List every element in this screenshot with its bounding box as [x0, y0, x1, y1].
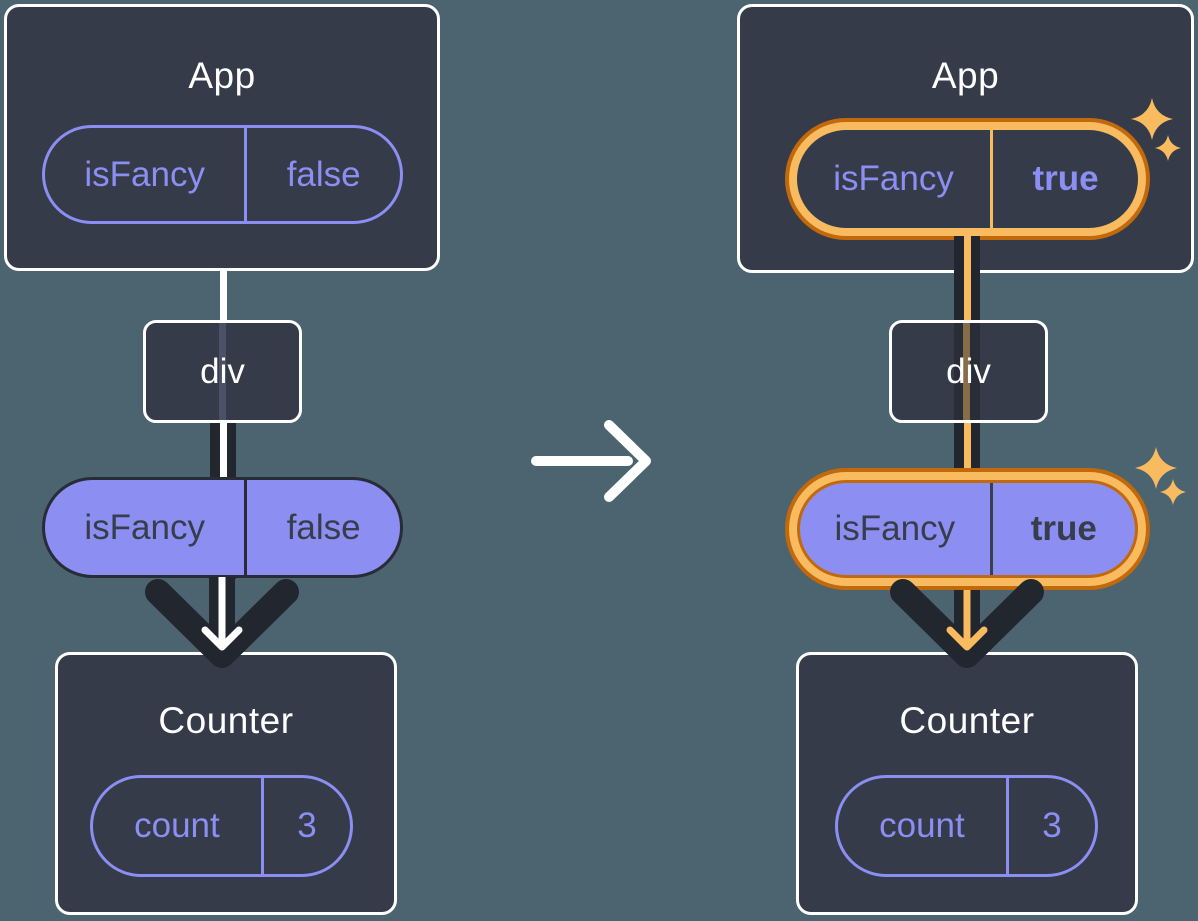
counter-title: Counter	[158, 700, 294, 741]
state-value: true	[1032, 159, 1099, 198]
line-core	[963, 236, 971, 322]
sparkle-icon	[1135, 447, 1177, 489]
counter-card: Counter count 3	[55, 652, 397, 915]
prop-key: isFancy	[800, 483, 993, 575]
state-key: count	[838, 778, 1009, 874]
app-state-pill-highlighted: isFancy true	[785, 118, 1150, 240]
div-card: div	[889, 320, 1048, 423]
sparkle-icon	[1155, 135, 1181, 161]
prop-pill: isFancy false	[42, 477, 403, 578]
highlight-ring: isFancy true	[789, 472, 1146, 586]
div-card: div	[143, 320, 302, 423]
prop-key: isFancy	[45, 480, 248, 575]
flow-arrow-icon	[145, 577, 299, 668]
sparkle-icon	[1160, 479, 1186, 505]
prop-pill-highlighted: isFancy true	[785, 468, 1150, 590]
app-card: App isFancy false	[4, 4, 440, 271]
state-value: 3	[1042, 806, 1062, 845]
sparkle-icon	[1131, 98, 1173, 140]
div-label: div	[200, 351, 245, 391]
count-state-pill: count 3	[90, 775, 353, 877]
prop-value: false	[286, 507, 361, 547]
state-value: 3	[297, 806, 317, 845]
highlight-ring: isFancy true	[789, 122, 1146, 236]
state-value: false	[286, 154, 361, 194]
connector-stripe-core	[963, 323, 970, 420]
app-title: App	[931, 55, 1000, 96]
app-to-div-connector	[220, 258, 227, 324]
connector-stripe	[954, 323, 980, 420]
app-state-pill: isFancy false	[42, 125, 403, 224]
state-key: isFancy	[797, 130, 994, 228]
app-to-div-line	[954, 236, 980, 322]
state-key: count	[93, 778, 264, 874]
counter-title: Counter	[899, 700, 1035, 741]
count-state-pill: count 3	[835, 775, 1098, 877]
app-title: App	[188, 55, 256, 96]
connector-stripe	[219, 323, 226, 420]
flow-arrow-icon	[890, 579, 1044, 668]
prop-value: true	[1030, 509, 1097, 548]
app-card: App isFancy true	[737, 4, 1194, 273]
div-label: div	[946, 351, 991, 391]
transition-arrow-icon	[531, 420, 651, 502]
state-key: isFancy	[45, 128, 248, 221]
